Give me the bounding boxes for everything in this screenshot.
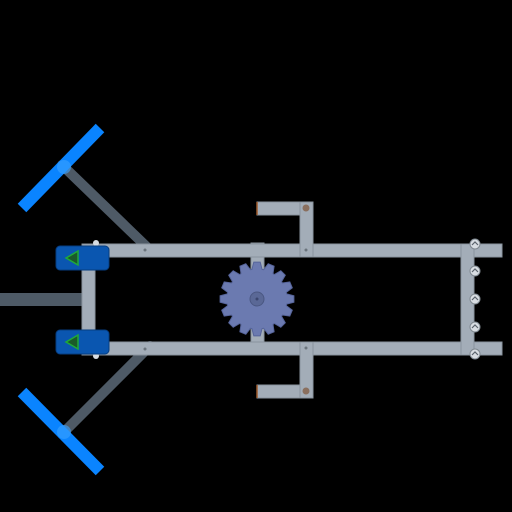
arm-bottom	[57, 341, 155, 439]
screw-icon	[469, 348, 481, 360]
motor-bottom-arrow-icon	[64, 333, 79, 351]
left-axle-shaft	[0, 293, 90, 306]
screw-column	[469, 238, 481, 360]
bracket-bottom-post	[299, 341, 314, 399]
rivet-icon	[304, 346, 308, 350]
motor-top[interactable]	[55, 240, 110, 271]
frame-rail-bottom	[89, 341, 503, 356]
gear-axle-dot	[255, 297, 259, 301]
wheel-top-hub	[57, 160, 71, 174]
screw-icon	[469, 293, 481, 305]
motor-top-body	[55, 245, 110, 271]
screw-icon	[469, 265, 481, 277]
motor-bottom-body	[55, 329, 110, 355]
rivet-icon	[143, 347, 147, 351]
screw-icon	[469, 321, 481, 333]
bolt-icon	[302, 387, 310, 395]
frame-rail-left	[81, 243, 96, 356]
bolt-icon	[302, 204, 310, 212]
frame-rail-top	[89, 243, 503, 258]
bracket-top-post	[299, 201, 314, 258]
screw-icon	[469, 238, 481, 250]
motor-top-arrow-icon	[64, 249, 79, 267]
motor-top-shaft-end	[93, 240, 99, 246]
gear[interactable]	[219, 261, 295, 337]
wheel-bottom-hub	[57, 425, 71, 439]
motor-bottom[interactable]	[55, 329, 110, 359]
arm-top	[57, 160, 155, 255]
rivet-icon	[143, 248, 147, 252]
rivet-icon	[304, 248, 308, 252]
